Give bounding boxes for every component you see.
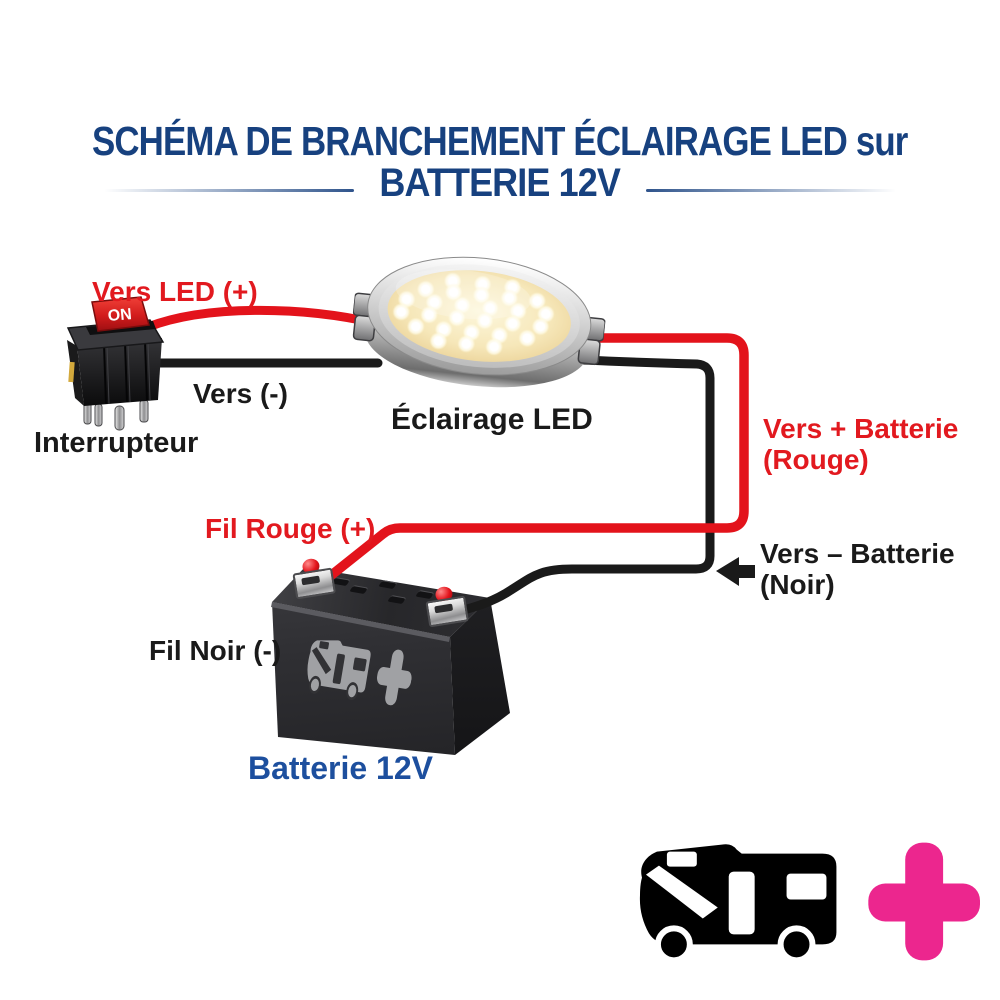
page-title-line2-text: BATTERIE 12V bbox=[379, 161, 621, 205]
red-wire-led-to-battery bbox=[319, 333, 749, 586]
switch-left-face bbox=[67, 340, 84, 406]
title-rule-right bbox=[646, 189, 896, 192]
red-wire-switch-to-led bbox=[143, 305, 380, 332]
battery-positive-terminal bbox=[287, 552, 346, 611]
label-interrupteur: Interrupteur bbox=[34, 427, 199, 459]
switch-body-highlights bbox=[106, 340, 151, 405]
label-vers-plus-batterie-line1: Vers + Batterie bbox=[763, 413, 959, 444]
switch-body-seams bbox=[103, 340, 148, 405]
black-wire-led-to-battery bbox=[450, 355, 715, 617]
switch-body bbox=[77, 338, 162, 406]
label-vers-plus-batterie: Vers + Batterie (Rouge) bbox=[763, 413, 959, 476]
switch-on-label: ON bbox=[107, 306, 132, 325]
switch-yellow-detail bbox=[68, 361, 75, 383]
camper-icon-windows bbox=[311, 641, 367, 685]
page-title-line2: BATTERIE 12V bbox=[0, 161, 1000, 206]
led-face-sheen bbox=[395, 269, 532, 320]
label-fil-rouge: Fil Rouge (+) bbox=[205, 513, 376, 544]
label-fil-noir: Fil Noir (-) bbox=[149, 635, 282, 666]
battery-12v bbox=[252, 545, 542, 775]
battery-camper-logo bbox=[307, 640, 412, 706]
arrow-left-icon bbox=[716, 557, 755, 586]
pink-plus-icon bbox=[868, 842, 980, 961]
brand-logo bbox=[639, 842, 980, 964]
label-vers-plus-batterie-line2: (Rouge) bbox=[763, 443, 869, 475]
label-vers-minus: Vers (-) bbox=[193, 378, 288, 409]
label-vers-led-plus: Vers LED (+) bbox=[92, 276, 258, 307]
page-title-line1-text: SCHÉMA DE BRANCHEMENT ÉCLAIRAGE LED sur bbox=[92, 118, 908, 164]
plus-icon bbox=[377, 649, 412, 706]
switch-rocker-on: ON bbox=[91, 296, 150, 332]
label-vers-minus-batterie: Vers – Batterie (Noir) bbox=[760, 538, 955, 601]
battery-negative-terminal bbox=[420, 580, 479, 639]
rocker-switch: ON bbox=[66, 296, 165, 431]
label-eclairage-led: Éclairage LED bbox=[391, 403, 593, 436]
label-vers-minus-batterie-line1: Vers – Batterie bbox=[760, 538, 955, 569]
title-rule-left bbox=[104, 189, 354, 192]
led-dots bbox=[392, 272, 555, 356]
switch-pins bbox=[83, 399, 149, 431]
led-puck-light bbox=[352, 256, 606, 388]
label-vers-minus-batterie-line2: (Noir) bbox=[760, 568, 835, 600]
page-title-line1: SCHÉMA DE BRANCHEMENT ÉCLAIRAGE LED sur bbox=[0, 118, 1000, 165]
label-batterie-12v: Batterie 12V bbox=[248, 750, 433, 786]
camper-van-windows bbox=[645, 851, 827, 935]
